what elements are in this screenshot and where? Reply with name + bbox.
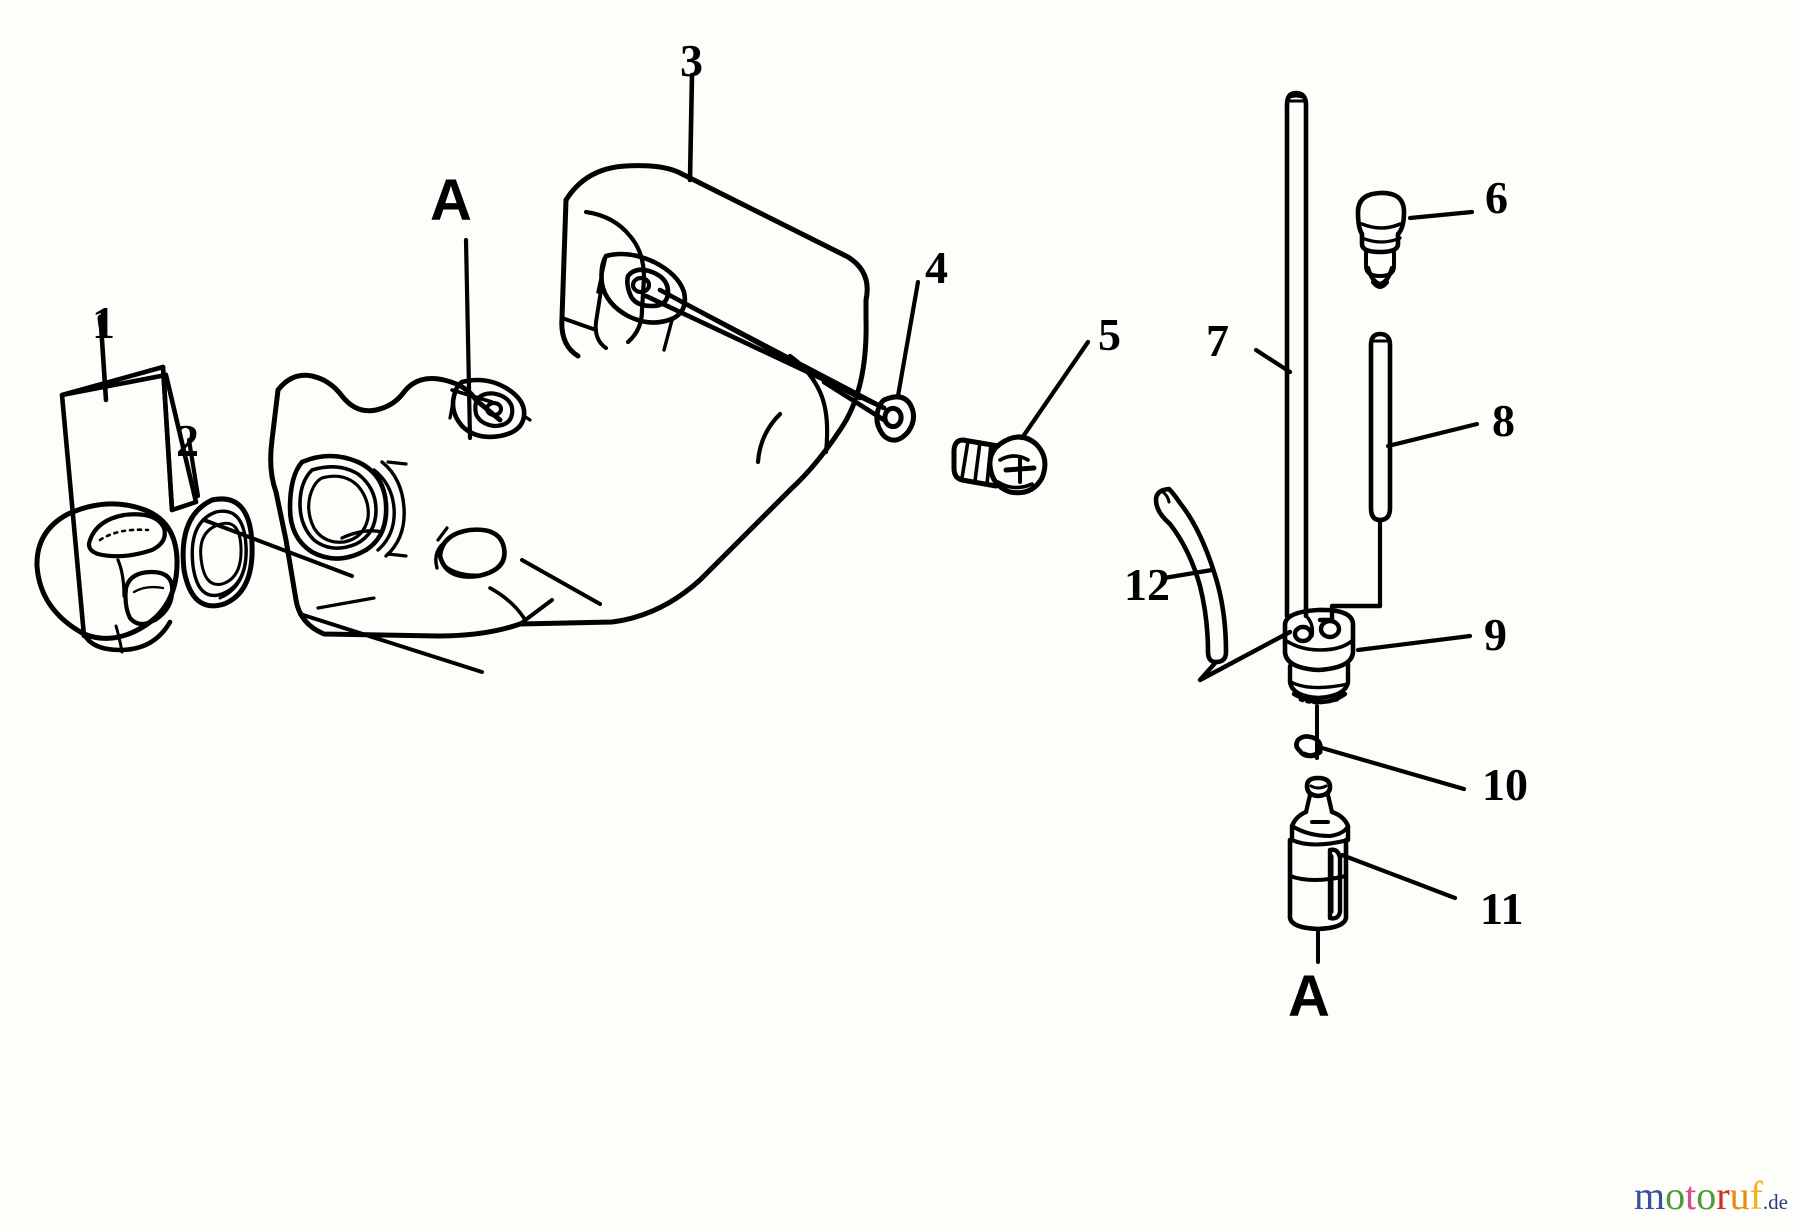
leader-5 bbox=[1019, 339, 1091, 441]
callout-10: 10 bbox=[1482, 759, 1528, 810]
section-marker-a-top: A bbox=[430, 168, 472, 233]
leader-3 bbox=[687, 72, 695, 183]
callout-8: 8 bbox=[1492, 395, 1515, 446]
leader-4-tail bbox=[821, 379, 887, 423]
callout-5: 5 bbox=[1098, 309, 1121, 360]
callout-3: 3 bbox=[680, 35, 703, 86]
callout-4: 4 bbox=[925, 242, 948, 293]
leader-9 bbox=[1355, 633, 1473, 653]
wm-letter-u: u bbox=[1729, 1173, 1750, 1218]
callout-2: 2 bbox=[176, 415, 199, 466]
wm-letter-t: t bbox=[1685, 1173, 1697, 1218]
callout-12: 12 bbox=[1124, 559, 1170, 610]
leader-1b bbox=[97, 314, 106, 330]
leader-2 bbox=[186, 437, 201, 499]
callout-7: 7 bbox=[1206, 315, 1229, 366]
bracket-12-9 bbox=[1197, 629, 1293, 683]
wm-letter-o2: o bbox=[1696, 1173, 1717, 1218]
leader-4 bbox=[895, 279, 921, 399]
callout-9: 9 bbox=[1484, 609, 1507, 660]
bracket-8-9 bbox=[1317, 603, 1383, 623]
wm-letter-r: r bbox=[1716, 1173, 1730, 1218]
part-8-short-fuel-line bbox=[1368, 331, 1393, 523]
part-12-vent-hose bbox=[1153, 486, 1229, 665]
wm-letter-m: m bbox=[1634, 1173, 1666, 1218]
part-1-fuel-cap bbox=[34, 501, 180, 654]
part-7-long-fuel-line bbox=[1284, 90, 1309, 619]
part-5-screw bbox=[951, 434, 1048, 496]
callout-6: 6 bbox=[1485, 172, 1508, 223]
wm-letter-o1: o bbox=[1665, 1173, 1686, 1218]
callout-1: 1 bbox=[92, 297, 115, 348]
part-2-retaining-ring bbox=[180, 496, 255, 609]
leader-10 bbox=[1319, 745, 1467, 792]
part-9-tank-grommet bbox=[1282, 607, 1356, 705]
part-3-fuel-tank bbox=[202, 163, 887, 674]
motoruf-watermark: motoruf.de bbox=[1634, 1176, 1788, 1216]
leader-8 bbox=[1385, 421, 1480, 449]
section-marker-a-bottom: A bbox=[1288, 964, 1330, 1029]
part-4-washer bbox=[874, 394, 916, 443]
leader-12 bbox=[1161, 567, 1215, 581]
leader-1 bbox=[98, 322, 109, 403]
part-1-gasket-plate bbox=[59, 364, 199, 639]
leader-6 bbox=[1407, 209, 1475, 221]
leader-7 bbox=[1253, 347, 1293, 375]
leader-section-a-top-tail bbox=[450, 388, 494, 404]
wm-suffix-de: .de bbox=[1762, 1190, 1788, 1214]
part-6-grommet bbox=[1355, 190, 1407, 289]
leader-section-a-top bbox=[463, 237, 473, 441]
part-11-fuel-valve bbox=[1287, 775, 1351, 932]
callout-11: 11 bbox=[1480, 883, 1524, 934]
wm-letter-f: f bbox=[1749, 1173, 1763, 1218]
leader-11 bbox=[1339, 852, 1458, 901]
